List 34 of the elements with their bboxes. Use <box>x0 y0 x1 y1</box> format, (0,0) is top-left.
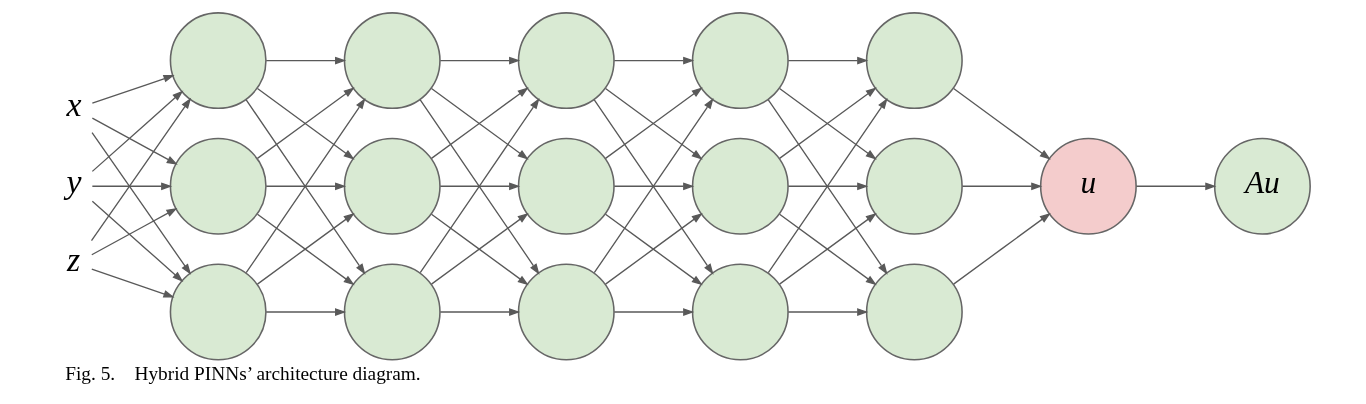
arrow <box>91 90 183 173</box>
arrow <box>439 308 520 316</box>
arrow <box>787 56 868 65</box>
arrow <box>91 75 175 104</box>
arrow <box>613 56 694 65</box>
node-text: z <box>66 240 80 278</box>
arrow <box>961 182 1042 191</box>
arrow <box>439 182 520 191</box>
node-text: x <box>66 86 82 124</box>
caption: Fig. 5. Hybrid PINNs’ architecture diagram. <box>64 363 421 385</box>
arrow <box>90 131 191 275</box>
arrow <box>265 56 346 65</box>
arrow <box>90 207 177 256</box>
arrow <box>91 182 172 191</box>
arrow <box>778 87 877 160</box>
arrow <box>613 182 694 191</box>
arrow <box>90 268 175 298</box>
arrow <box>265 182 346 191</box>
arrow <box>439 56 520 65</box>
arrow <box>90 97 191 242</box>
arrow <box>787 182 868 191</box>
arrow <box>265 308 346 316</box>
node-circle: Au <box>1213 137 1311 235</box>
arrow <box>787 308 868 316</box>
arrow <box>1135 182 1216 191</box>
arrow <box>952 87 1051 160</box>
arrow <box>256 87 355 160</box>
arrow <box>952 212 1051 285</box>
arrow <box>430 87 529 160</box>
arrow <box>91 200 183 283</box>
arrow <box>91 117 178 165</box>
node-circle <box>169 137 267 235</box>
arrow <box>604 87 703 160</box>
arrow <box>613 308 694 316</box>
